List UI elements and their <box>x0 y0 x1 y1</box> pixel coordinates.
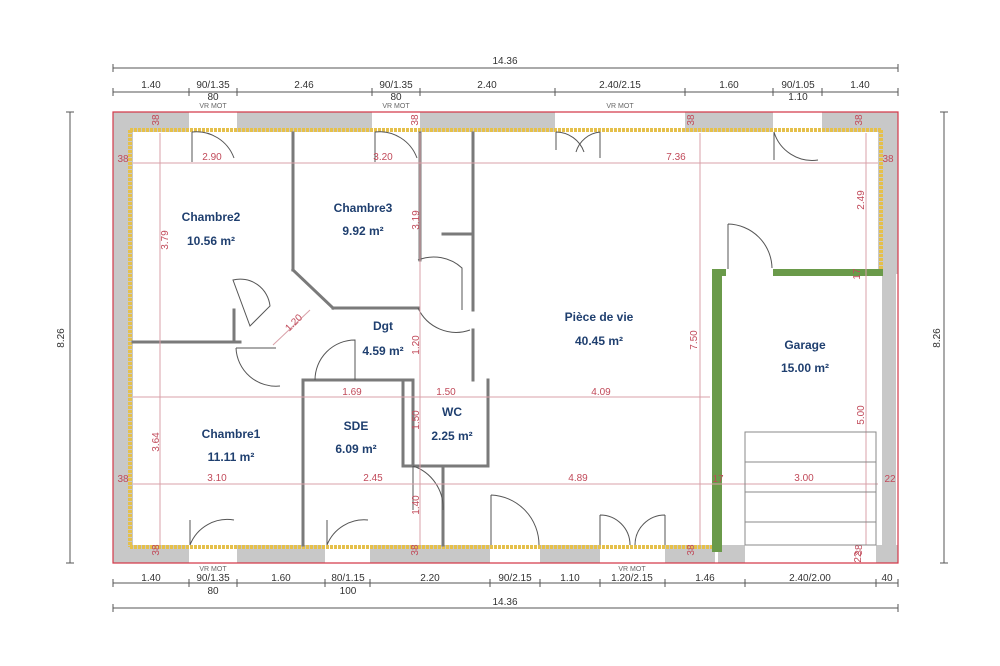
dim-bottom-4: 80/1.15 <box>331 573 365 584</box>
dim-bottom-9: 1.46 <box>695 573 715 584</box>
dim-top-6: 2.40/2.15 <box>599 80 641 91</box>
interior-walls <box>131 131 490 547</box>
room-name-chambre2: Chambre2 <box>182 210 241 224</box>
dim-bottom-sub-2: 100 <box>340 586 357 597</box>
dim-top-4: 90/1.35 <box>379 80 413 91</box>
dim-top-5: 2.40 <box>477 80 497 91</box>
dim-h2-2: 1.69 <box>342 387 362 398</box>
vr-mot-top-2: VR MOT <box>382 103 410 110</box>
dim-bottom-1: 1.40 <box>141 573 161 584</box>
room-name-piece-de-vie: Pièce de vie <box>565 310 634 324</box>
dim-v-2: 3.64 <box>151 432 162 452</box>
dim-bottom-11: 40 <box>881 573 893 584</box>
dim-bottom-2: 90/1.35 <box>196 573 230 584</box>
mark-bottom-1: 38 <box>151 544 162 556</box>
vr-mot-bottom-2: VR MOT <box>618 566 646 573</box>
mark-bottom-3: 38 <box>686 544 697 556</box>
dim-v-1: 3.79 <box>160 230 171 250</box>
dim-top-8: 90/1.05 <box>781 80 815 91</box>
dim-h2-3: 1.50 <box>436 387 456 398</box>
dim-top-1: 1.40 <box>141 80 161 91</box>
top-dimension-chain: 1.40 90/1.35 2.46 90/1.35 2.40 2.40/2.15… <box>112 80 899 110</box>
dim-bottom-5: 2.20 <box>420 573 440 584</box>
mark-right-3: 22 <box>884 474 896 485</box>
bottom-dimension-chain: 1.40 90/1.35 1.60 80/1.15 2.20 90/2.15 1… <box>112 566 899 597</box>
dim-bottom-7: 1.10 <box>560 573 580 584</box>
mark-bottom-2: 38 <box>410 544 421 556</box>
wall-thickness-marks: 38 38 38 38 38 38 38 38 38 38 38 17 22 2… <box>117 114 896 563</box>
vr-mot-top-3: VR MOT <box>606 103 634 110</box>
room-name-sde: SDE <box>344 419 369 433</box>
room-name-garage: Garage <box>784 338 826 352</box>
room-area-chambre1: 11.11 m² <box>208 450 255 464</box>
dim-bottom-10: 2.40/2.00 <box>789 573 831 584</box>
dim-v-4: 1.20 <box>411 335 422 355</box>
dim-h1-2: 3.20 <box>373 152 393 163</box>
dim-top-sub-2: 80 <box>390 92 402 103</box>
overall-depth-right: 8.26 <box>932 328 943 348</box>
dim-v-7: 7.50 <box>689 330 700 350</box>
dim-h1-1: 2.90 <box>202 152 222 163</box>
room-area-chambre2: 10.56 m² <box>187 234 235 248</box>
vr-mot-top-1: VR MOT <box>199 103 227 110</box>
dim-h2-4: 4.09 <box>591 387 611 398</box>
mark-left-1: 38 <box>117 154 129 165</box>
dim-top-sub-3: 1.10 <box>788 92 808 103</box>
mark-right-2: 17 <box>852 268 863 280</box>
vr-mot-bottom-1: VR MOT <box>199 566 227 573</box>
interior-dimensions: 2.90 3.20 7.36 1.20 1.69 1.50 4.09 3.10 … <box>151 152 867 515</box>
mark-garage: 17 <box>712 474 724 485</box>
room-area-dgt: 4.59 m² <box>362 344 403 358</box>
dim-h3-2: 2.45 <box>363 473 383 484</box>
room-name-chambre1: Chambre1 <box>202 427 261 441</box>
dim-h2-1: 1.20 <box>283 312 305 334</box>
mark-top-2: 38 <box>410 114 421 126</box>
dim-top-3: 2.46 <box>294 80 314 91</box>
dim-v-3: 3.19 <box>411 210 422 230</box>
interior-dimension-lines <box>133 133 878 545</box>
mark-top-3: 38 <box>686 114 697 126</box>
dim-v-5: 1.50 <box>411 410 422 430</box>
overall-dimensions: 14.36 14.36 8.26 8.26 <box>56 56 948 612</box>
dim-bottom-sub-1: 80 <box>207 586 219 597</box>
exterior-walls <box>112 111 899 564</box>
overall-width-top: 14.36 <box>492 56 517 67</box>
dim-top-sub-1: 80 <box>207 92 219 103</box>
room-area-wc: 2.25 m² <box>431 429 472 443</box>
dim-top-9: 1.40 <box>850 80 870 91</box>
dim-v-9: 5.00 <box>856 405 867 425</box>
room-area-piece-de-vie: 40.45 m² <box>575 334 623 348</box>
room-area-chambre3: 9.92 m² <box>342 224 383 238</box>
overall-width-bottom: 14.36 <box>492 597 517 608</box>
room-area-garage: 15.00 m² <box>781 361 829 375</box>
mark-top-1: 38 <box>151 114 162 126</box>
mark-right-1: 38 <box>882 154 894 165</box>
overall-depth-left: 8.26 <box>56 328 67 348</box>
dim-bottom-3: 1.60 <box>271 573 291 584</box>
dim-v-6: 1.40 <box>411 495 422 515</box>
mark-top-4: 38 <box>854 114 865 126</box>
room-name-chambre3: Chambre3 <box>334 201 393 215</box>
dim-bottom-8: 1.20/2.15 <box>611 573 653 584</box>
mark-right-4: 22 <box>853 551 864 563</box>
mark-left-2: 38 <box>117 474 129 485</box>
room-name-wc: WC <box>442 405 462 419</box>
dim-h3-1: 3.10 <box>207 473 227 484</box>
room-labels: Chambre2 10.56 m² Chambre3 9.92 m² Dgt 4… <box>182 201 829 464</box>
room-name-dgt: Dgt <box>373 319 393 333</box>
dim-h3-4: 3.00 <box>794 473 814 484</box>
dim-v-8: 2.49 <box>856 190 867 210</box>
dim-bottom-6: 90/2.15 <box>498 573 532 584</box>
doors <box>189 131 819 546</box>
room-area-sde: 6.09 m² <box>335 442 376 456</box>
dim-top-7: 1.60 <box>719 80 739 91</box>
garage-door <box>744 431 877 546</box>
dim-h3-3: 4.89 <box>568 473 588 484</box>
dim-h1-3: 7.36 <box>666 152 686 163</box>
dim-top-2: 90/1.35 <box>196 80 230 91</box>
mark-bottom-4: 38 <box>854 544 865 556</box>
